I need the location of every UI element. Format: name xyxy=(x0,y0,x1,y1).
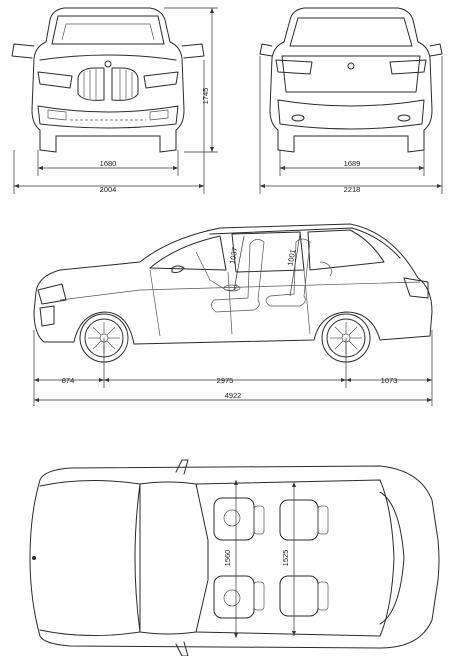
top-body-outline xyxy=(29,465,440,649)
top-mirror-bottom xyxy=(175,641,189,656)
front-hood xyxy=(39,54,177,61)
top-rear-window xyxy=(379,491,405,625)
top-hood xyxy=(39,479,141,637)
rear-dimensions: 1689 2218 xyxy=(259,56,443,194)
side-window-rear xyxy=(307,229,385,271)
side-grille xyxy=(39,305,55,327)
front-shoulder-width-label: 1560 xyxy=(223,550,232,567)
front-track-label: 1680 xyxy=(100,159,117,168)
top-front-seat-right xyxy=(213,575,255,619)
rear-bumper xyxy=(277,99,425,130)
front-windshield xyxy=(51,15,165,45)
front-body-outline xyxy=(31,7,185,153)
rear-mirror-left xyxy=(259,43,273,57)
side-front-seat xyxy=(211,239,265,313)
side-window-front xyxy=(149,235,227,271)
rear-overhang-label: 1073 xyxy=(381,376,398,385)
front-dimensions: 1680 2004 1745 xyxy=(13,7,218,194)
height-label: 1745 xyxy=(201,88,210,105)
top-front-seat-left xyxy=(213,497,255,541)
front-grille-right xyxy=(111,67,139,101)
front-mirror-right xyxy=(181,43,205,59)
side-roof-rail xyxy=(209,227,401,259)
front-headlight-left xyxy=(37,71,73,89)
rear-taillight-right xyxy=(389,59,427,75)
front-headroom-label: 1037 xyxy=(228,247,240,265)
rear-track-label: 1689 xyxy=(344,159,361,168)
rear-tailgate xyxy=(281,55,421,93)
wheelbase-label: 2975 xyxy=(217,376,234,385)
top-rear-seat-right xyxy=(279,575,319,617)
rear-headroom-label: 1001 xyxy=(286,249,298,267)
front-bumper xyxy=(37,105,179,129)
front-mirror-left xyxy=(11,43,35,59)
side-view: 1037 1001 xyxy=(33,223,433,363)
front-grille-left xyxy=(77,67,105,101)
top-roof xyxy=(195,479,395,637)
rear-body-outline xyxy=(269,7,433,153)
rear-view xyxy=(259,7,443,153)
side-taillight xyxy=(403,277,429,299)
top-view: 1560 1525 xyxy=(29,459,440,656)
side-headlight xyxy=(37,283,67,305)
front-headlight-right xyxy=(143,71,179,89)
rear-taillight-left xyxy=(275,59,313,75)
rear-mirror-right xyxy=(429,43,443,57)
front-view xyxy=(11,7,205,153)
top-rear-seat-left xyxy=(279,499,319,541)
front-overhang-label: 874 xyxy=(62,376,75,385)
side-body-outline xyxy=(33,223,433,345)
rear-window xyxy=(289,17,413,47)
front-width-label: 2004 xyxy=(100,185,117,194)
length-label: 4922 xyxy=(225,391,242,400)
side-dimensions: 874 2975 1073 4922 xyxy=(33,330,433,406)
top-windshield xyxy=(134,481,209,635)
side-door-lines xyxy=(149,269,311,337)
rear-width-label: 2218 xyxy=(344,185,361,194)
rear-shoulder-width-label: 1525 xyxy=(281,550,290,567)
top-mirror-top xyxy=(175,459,189,475)
side-rear-seat xyxy=(265,238,311,307)
